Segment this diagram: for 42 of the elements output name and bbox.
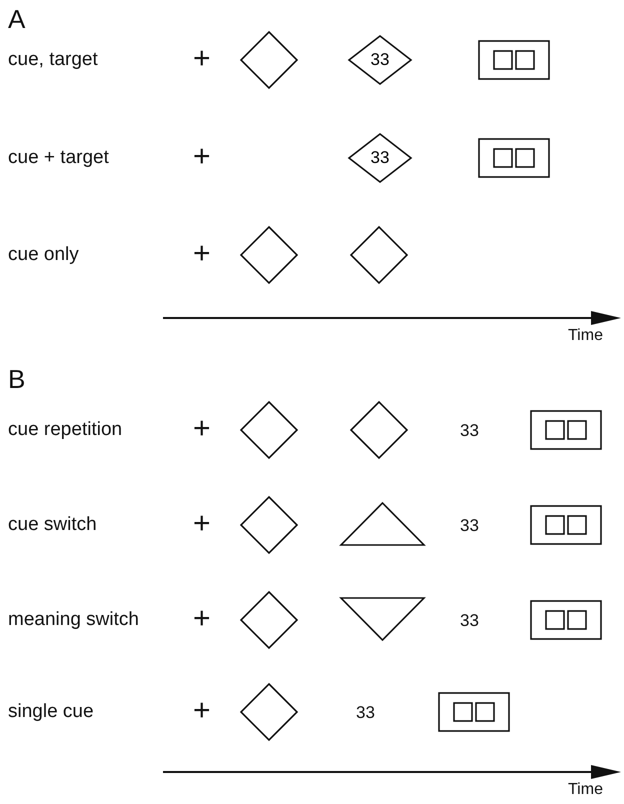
target-number: 33	[460, 422, 479, 439]
display-box	[438, 692, 510, 732]
fixation-cross: +	[193, 414, 211, 444]
condition-label: cue switch	[8, 515, 97, 534]
panel-letter: A	[8, 6, 26, 32]
diamond-shape	[240, 401, 298, 459]
condition-label: single cue	[8, 702, 94, 721]
time-label: Time	[568, 782, 603, 798]
time-label: Time	[568, 328, 603, 344]
diamond-shape	[240, 31, 298, 89]
diamond-shape	[348, 133, 412, 183]
diamond-shape	[240, 591, 298, 649]
triangle-shape	[340, 502, 425, 546]
display-box	[478, 138, 550, 178]
diamond-shape	[350, 401, 408, 459]
triangle-shape	[340, 597, 425, 641]
target-number: 33	[460, 517, 479, 534]
display-box	[478, 40, 550, 80]
diamond-shape	[350, 226, 408, 284]
target-number: 33	[370, 149, 390, 166]
fixation-cross: +	[193, 142, 211, 172]
diamond-shape	[240, 496, 298, 554]
display-box	[530, 410, 602, 450]
fixation-cross: +	[193, 696, 211, 726]
display-box	[530, 600, 602, 640]
display-box	[530, 505, 602, 545]
target-number: 33	[460, 612, 479, 629]
condition-label: cue + target	[8, 148, 109, 167]
target-number: 33	[356, 704, 375, 721]
diamond-shape	[240, 226, 298, 284]
condition-label: cue only	[8, 245, 79, 264]
panel-letter: B	[8, 366, 26, 392]
fixation-cross: +	[193, 604, 211, 634]
target-number: 33	[370, 51, 390, 68]
condition-label: cue repetition	[8, 420, 122, 439]
fixation-cross: +	[193, 509, 211, 539]
condition-label: cue, target	[8, 50, 98, 69]
fixation-cross: +	[193, 239, 211, 269]
condition-label: meaning switch	[8, 610, 139, 629]
fixation-cross: +	[193, 44, 211, 74]
diamond-shape	[240, 683, 298, 741]
diamond-shape	[348, 35, 412, 85]
